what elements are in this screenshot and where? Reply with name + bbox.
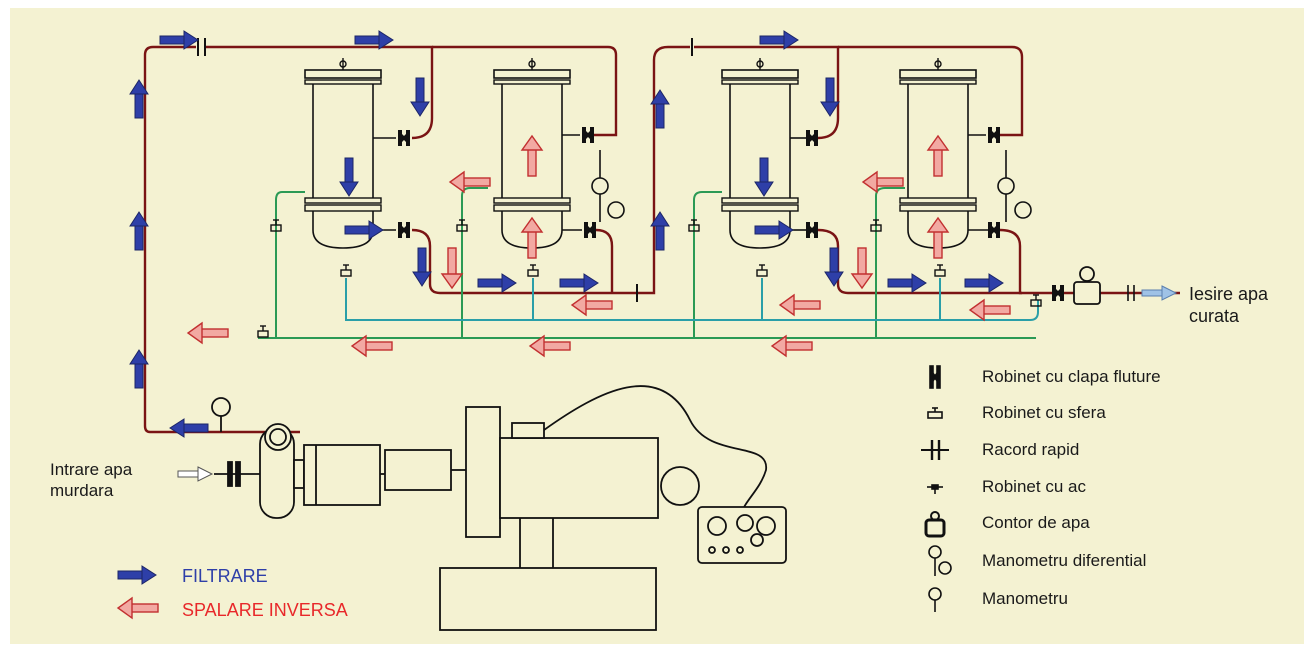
ball-valve-icon [927,407,943,419]
legend-needle-valve-label: Robinet cu ac [982,477,1086,496]
quick-coupling-icon [921,440,949,460]
differential-gauge-icon [928,545,952,576]
butterfly-valve-icon [929,365,941,389]
legend-pressure-gauge-label: Manometru [982,589,1068,608]
legend-differential-gauge-label: Manometru diferential [982,551,1147,570]
needle-valve-icon [927,484,943,494]
main-pipe-network [143,45,1180,434]
legend-water-meter-label: Contor de apa [982,513,1090,532]
inlet-arrow [177,466,214,482]
outlet-needle-valve [1127,285,1135,301]
pressure-gauge-icon [928,587,942,612]
legend-quick-coupling-label: Racord rapid [982,440,1080,459]
water-meter [1073,266,1101,305]
differential-gauges [591,150,1032,222]
symbol-legend [921,365,952,612]
quick-couplings [197,38,693,302]
water-meter-icon [924,511,946,538]
inlet-label: Intrare apa murdara [50,460,133,500]
outlet-label: Iesire apa curata [1189,284,1269,326]
pump-motor-assembly [211,385,787,631]
legend-spalare-label: SPALARE INVERSA [182,600,348,620]
drain-pipe-network [345,278,1039,321]
legend-ball-valve-label: Robinet cu sfera [982,403,1106,422]
legend-filtrare-label: FILTRARE [182,566,268,586]
legend-butterfly-valve-label: Robinet cu clapa fluture [982,367,1161,386]
outlet-arrow [1141,285,1178,301]
vessel-connectors [373,134,988,231]
